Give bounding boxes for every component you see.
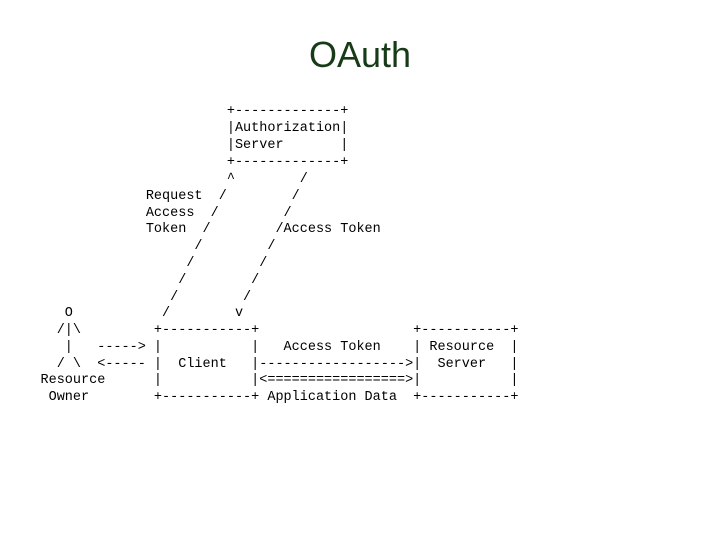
diagram-line: / / [0, 290, 252, 305]
diagram-line: ^ / [0, 172, 308, 187]
diagram-line: Token / /Access Token [0, 222, 381, 237]
diagram-line: / / [0, 273, 260, 288]
diagram-line: / / [0, 239, 276, 254]
diagram-line: |Server | [0, 138, 349, 153]
diagram-line: | -----> | | Access Token | Resource | [0, 340, 519, 355]
diagram-line: |Authorization| [0, 121, 349, 136]
slide-title: OAuth [308, 34, 412, 75]
diagram-line: Owner +-----------+ Application Data +--… [0, 390, 519, 405]
diagram-line: O / v [0, 306, 244, 321]
diagram-line: Request / / [0, 189, 300, 204]
diagram-line: +-------------+ [0, 104, 349, 119]
diagram-line: Access / / [0, 206, 292, 221]
diagram-line: / \ <----- | Client |------------------>… [0, 357, 519, 372]
diagram-line: /|\ +-----------+ +-----------+ [0, 323, 519, 338]
diagram-line: +-------------+ [0, 155, 349, 170]
diagram-line: Resource | |<=================>| | [0, 373, 519, 388]
diagram-line: / / [0, 256, 268, 271]
